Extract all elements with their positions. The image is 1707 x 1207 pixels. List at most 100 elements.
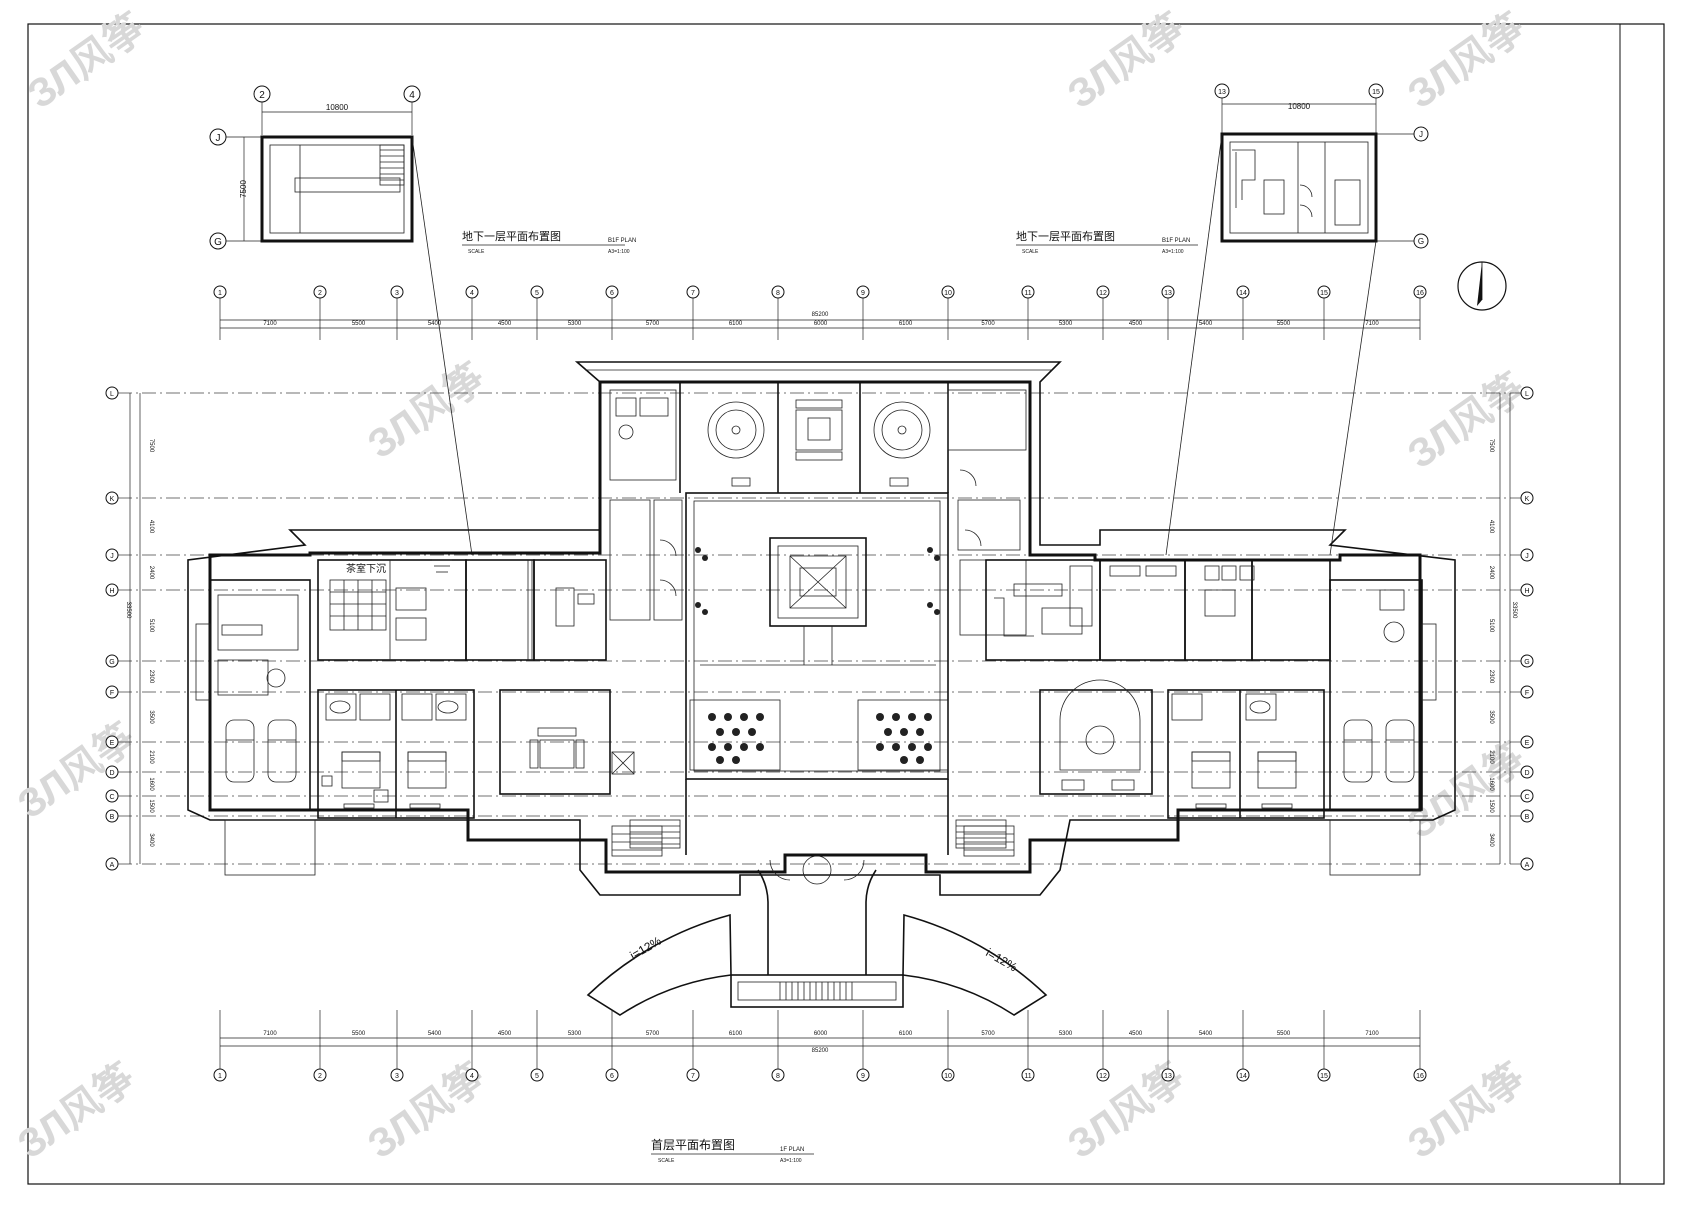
row-spacing-dim: 2400 (148, 566, 154, 580)
row-spacing-dim: 3400 (1488, 833, 1494, 847)
main-scale-label: SCALE (658, 1158, 675, 1164)
basement-left-axis-4: 4 (409, 90, 415, 101)
grid-column-label: 6 (610, 1073, 614, 1080)
grid-row-bubble (105, 735, 119, 749)
grid-column-label: 11 (1024, 290, 1031, 297)
column-spacing-dim: 5500 (352, 1031, 366, 1037)
grid-column-label: 4 (470, 290, 474, 297)
grid-row-label: K (110, 496, 115, 503)
grid-row-bubble (105, 857, 119, 871)
column-spacing-dim: 7100 (1365, 321, 1379, 327)
column-spacing-dim: 7100 (263, 321, 277, 327)
grid-column-label: 4 (470, 1073, 474, 1080)
grid-row-label: J (110, 553, 114, 560)
column-spacing-dim: 6100 (729, 1031, 743, 1037)
grid-row-label: C (1524, 794, 1529, 801)
leader-line (1329, 240, 1377, 556)
row-spacing-dim: 2100 (1488, 750, 1494, 764)
row-spacing-dim: 4100 (1488, 520, 1494, 534)
basement-right-title: 地下一层平面布置图 (1016, 230, 1115, 243)
row-spacing-dim: 3400 (148, 833, 154, 847)
grid-row-bubble (1520, 857, 1534, 871)
grid-column-label: 14 (1239, 1073, 1247, 1080)
column-spacing-dim: 5700 (646, 321, 660, 327)
basement-right-plan: 10800 13 15 J G (1214, 83, 1429, 249)
grid-row-bubble (105, 765, 119, 779)
grid-column-label: 10 (944, 290, 952, 297)
column-spacing-dim: 6000 (814, 321, 828, 327)
column-spacing-dim: 5400 (428, 321, 442, 327)
grid-column-label: 6 (610, 290, 614, 297)
column-spacing-dim: 6100 (899, 321, 913, 327)
grid-row-bubble (1520, 735, 1534, 749)
grid-column-label: 13 (1164, 1073, 1172, 1080)
grid-column-label: 5 (535, 290, 539, 297)
column-spacing-dim: 7100 (1365, 1031, 1379, 1037)
grid-column-label: 2 (318, 1073, 322, 1080)
column-spacing-dim: 6000 (814, 1031, 828, 1037)
basement-right-scale-label: SCALE (1022, 249, 1039, 255)
total-width-dim: 85200 (812, 1048, 829, 1054)
grid-column-label: 9 (861, 290, 865, 297)
grid-row-label: G (109, 659, 114, 666)
watermark-text: ЗЛ风筝 (19, 5, 153, 118)
row-spacing-dim: 3500 (1488, 710, 1494, 724)
grid-column-label: 8 (776, 1073, 780, 1080)
basement-left-plan-code: B1F PLAN (608, 238, 636, 244)
column-spacing-dim: 5500 (352, 321, 366, 327)
total-depth-dim: 33500 (125, 602, 131, 619)
grid-row-label: D (1524, 770, 1529, 777)
row-spacing-dim: 5100 (1488, 619, 1494, 633)
main-plan-title: 首层平面布置图 (651, 1138, 735, 1152)
watermark-text: ЗЛ风筝 (1399, 5, 1533, 118)
grid-column-label: 12 (1099, 290, 1107, 297)
column-spacing-dim: 5400 (1199, 321, 1213, 327)
basement-left-scale-value: A3=1:100 (608, 249, 630, 255)
grid-row-bubble (1520, 809, 1534, 823)
grid-row-bubble (1520, 789, 1534, 803)
leader-line (1165, 133, 1223, 556)
grid-row-bubble (1520, 548, 1534, 562)
grid-column-label: 11 (1024, 1073, 1031, 1080)
grid-column-label: 14 (1239, 290, 1247, 297)
tea-room-label: 茶室下沉 (346, 562, 386, 575)
grid-row-bubble (105, 809, 119, 823)
ramp-left-slope: i=12% (628, 933, 664, 962)
grid-row-label: L (110, 391, 114, 398)
column-spacing-dim: 6100 (899, 1031, 913, 1037)
basement-right-scale-value: A3=1:100 (1162, 249, 1184, 255)
basement-left-axis-2: 2 (259, 90, 265, 101)
grid-row-label: K (1525, 496, 1530, 503)
grid-row-label: G (1524, 659, 1529, 666)
grid-column-label: 7 (691, 1073, 695, 1080)
column-spacing-dim: 4500 (1129, 1031, 1143, 1037)
basement-right-plan-code: B1F PLAN (1162, 238, 1190, 244)
grid-row-label: B (110, 814, 115, 821)
column-grid: 1122334455667788991010111112121313141415… (213, 285, 1427, 1082)
basement-right-axis-15: 15 (1372, 89, 1380, 96)
basement-right-axis-G: G (1418, 237, 1424, 246)
sheet-border (27, 23, 1665, 1185)
grid-row-label: E (110, 740, 115, 747)
grid-row-label: J (1525, 553, 1529, 560)
grid-column-label: 16 (1416, 1073, 1424, 1080)
row-spacing-dim: 2100 (148, 750, 154, 764)
column-spacing-dim: 5300 (568, 1031, 582, 1037)
grid-row-bubble (105, 583, 119, 597)
basement-left-scale-label: SCALE (468, 249, 485, 255)
row-spacing-dim: 2300 (1488, 670, 1494, 684)
watermark-text: ЗЛ风筝 (1399, 365, 1533, 478)
row-spacing-dim: 2300 (148, 670, 154, 684)
grid-row-label: D (109, 770, 114, 777)
row-spacing-dim: 7500 (148, 439, 154, 453)
main-scale-value: A3=1:100 (780, 1158, 802, 1164)
column-spacing-dim: 5500 (1277, 321, 1291, 327)
grid-row-bubble (1520, 765, 1534, 779)
grid-row-label: L (1525, 391, 1529, 398)
grid-column-label: 3 (395, 290, 399, 297)
watermark-layer: ЗЛ风筝 ЗЛ风筝 ЗЛ风筝 ЗЛ风筝 ЗЛ风筝 ЗЛ风筝 ЗЛ风筝 ЗЛ风筝 … (9, 5, 1533, 1168)
grid-row-label: A (1525, 862, 1530, 869)
column-spacing-dim: 5300 (1059, 1031, 1073, 1037)
